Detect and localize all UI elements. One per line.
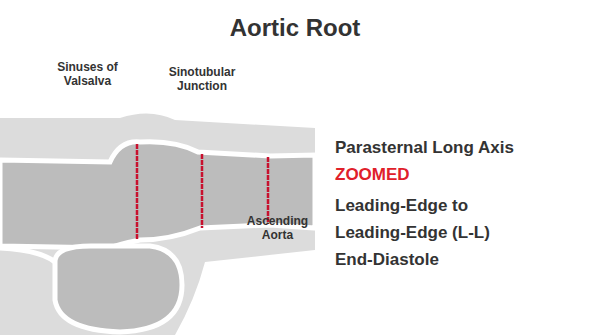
region-label: Sinuses of Valsalva <box>40 60 135 89</box>
view-note: End-Diastole <box>335 250 585 270</box>
view-note: Leading-Edge to Leading-Edge (L-L) <box>335 192 525 246</box>
valve-wall <box>0 248 55 262</box>
view-note: ZOOMED <box>335 165 585 185</box>
sinus-measurement-line <box>136 144 139 239</box>
stj-measurement-line <box>201 154 204 228</box>
view-note: Parasternal Long Axis <box>335 138 585 158</box>
region-label: Ascending Aorta <box>235 214 320 243</box>
ascending-measurement-line <box>267 157 270 224</box>
region-label: Sinotubular Junction <box>152 65 252 94</box>
diagram-title: Aortic Root <box>170 14 420 43</box>
left-atrium <box>55 246 182 332</box>
